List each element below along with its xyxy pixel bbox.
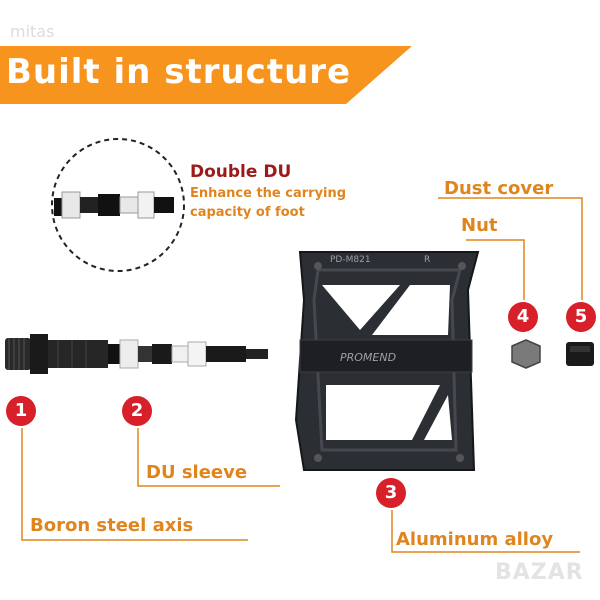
double-du-title: Double DU <box>190 162 292 182</box>
double-du-detail <box>54 191 174 219</box>
pedal-side-text: R <box>424 255 430 265</box>
aluminum-label: Aluminum alloy <box>396 529 554 550</box>
badge-4: 4 <box>508 302 538 332</box>
nut-label: Nut <box>461 215 498 236</box>
watermark-top: mitas <box>10 22 55 41</box>
nut-part <box>511 339 541 369</box>
pedal-body <box>294 251 480 471</box>
dust-cover-part <box>566 342 594 366</box>
banner-title: Built in structure <box>6 52 352 92</box>
dust-cover-label: Dust cover <box>444 178 554 199</box>
badge-5: 5 <box>566 302 596 332</box>
pedal-brand-text: PROMEND <box>340 351 396 364</box>
double-du-desc-line2: capacity of foot <box>190 205 305 220</box>
badge-2: 2 <box>122 396 152 426</box>
boron-axis-label: Boron steel axis <box>30 515 194 536</box>
badge-1: 1 <box>6 396 36 426</box>
pedal-model-text: PD-M821 <box>330 255 371 265</box>
zoom-circle <box>51 138 185 272</box>
du-sleeve-label: DU sleeve <box>146 462 248 483</box>
badge-3: 3 <box>376 478 406 508</box>
double-du-desc-line1: Enhance the carrying <box>190 186 347 201</box>
leader-lines <box>21 197 583 553</box>
title-banner <box>0 46 412 104</box>
watermark-bottom: BAZAR <box>495 560 584 585</box>
axle-assembly <box>5 334 268 374</box>
